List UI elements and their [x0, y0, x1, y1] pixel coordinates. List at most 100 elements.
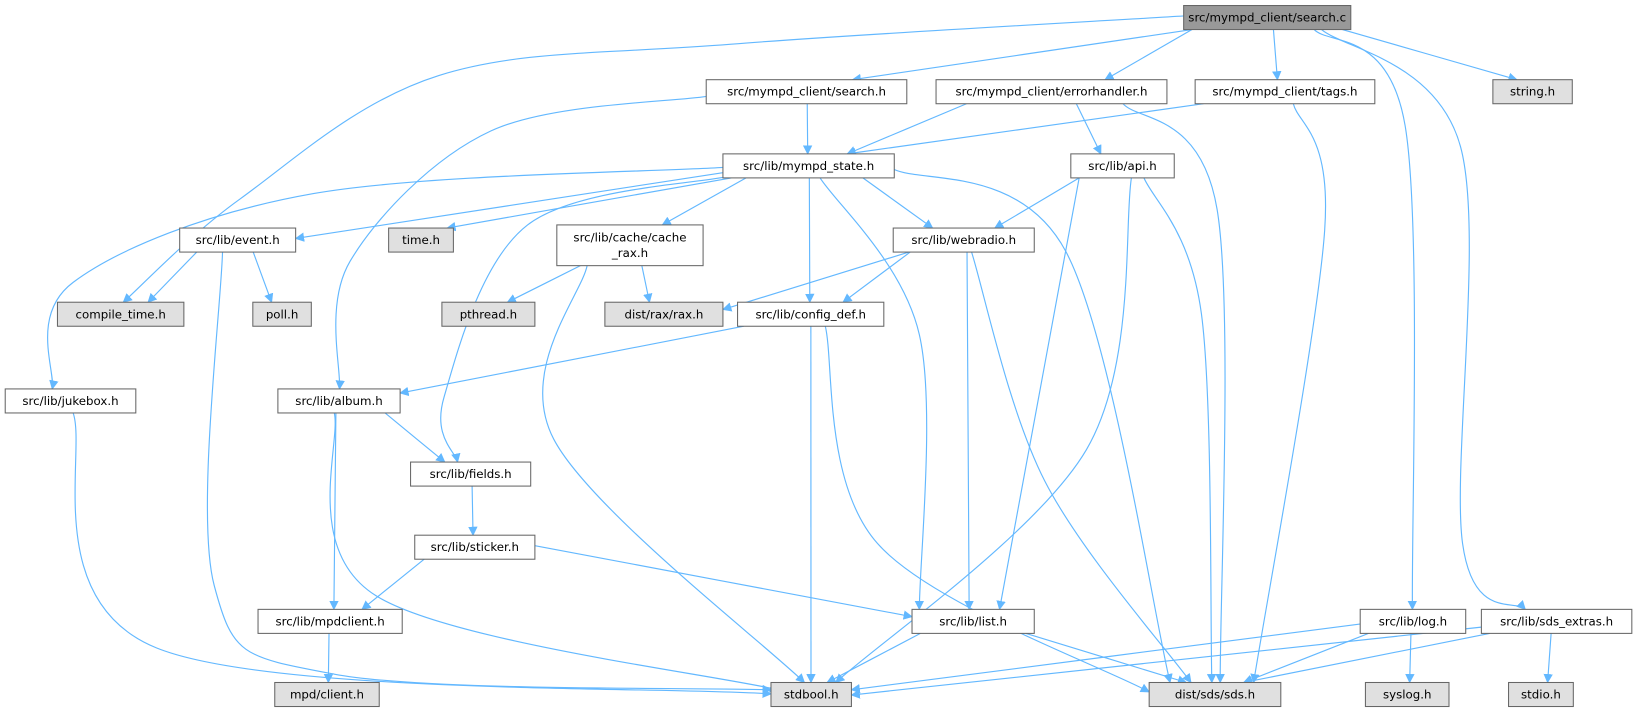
- edge-album_h-to-fields_h: [384, 412, 446, 463]
- node-mpd-client-h: mpd/client.h: [274, 681, 380, 708]
- edge-mympd_state_h-to-cache_rax_h: [661, 177, 747, 226]
- node-sticker-h[interactable]: src/lib/sticker.h: [414, 534, 536, 560]
- node-label: time.h: [402, 233, 440, 247]
- node-mympd-state-h[interactable]: src/lib/mympd_state.h: [722, 153, 895, 179]
- edge-album_h-to-stdbool_h: [329, 412, 780, 693]
- edge-mpdclient_h-to-mpd_client_h: [323, 633, 334, 684]
- node-label: _rax.h: [611, 246, 648, 260]
- node-sds-extras-h[interactable]: src/lib/sds_extras.h: [1480, 608, 1633, 634]
- edge-search_c-to-errorhandler_h: [1104, 29, 1193, 81]
- edge-sds_extras_h-to-stdio_h: [1543, 633, 1553, 684]
- node-label: src/lib/sticker.h: [431, 540, 519, 554]
- node-config-def-h[interactable]: src/lib/config_def.h: [737, 301, 885, 327]
- edge-search_c-to-compile_time_h: [122, 15, 1184, 303]
- node-label: stdio.h: [1521, 688, 1561, 702]
- node-box: [1364, 681, 1450, 708]
- node-cache-rax-h[interactable]: src/lib/cache/cache _rax.h: [556, 224, 704, 267]
- node-box: [770, 681, 852, 708]
- node-label: src/mympd_client/tags.h: [1212, 85, 1357, 99]
- edge-webradio_h-to-rax_h: [722, 251, 910, 312]
- node-box: [257, 608, 403, 634]
- node-label: compile_time.h: [76, 307, 166, 321]
- node-list-h[interactable]: src/lib/list.h: [911, 608, 1035, 634]
- node-box: [722, 153, 895, 179]
- node-fields-h[interactable]: src/lib/fields.h: [410, 461, 532, 487]
- node-box: [705, 79, 908, 105]
- node-stdio-h: stdio.h: [1508, 681, 1574, 708]
- node-box: [441, 301, 536, 327]
- edge-api_h-to-sds_h: [1143, 177, 1217, 684]
- node-sds-h: dist/sds/sds.h: [1148, 681, 1282, 708]
- edge-event_h-to-poll_h: [252, 251, 274, 304]
- node-search-c[interactable]: src/mympd_client/search.c: [1183, 5, 1352, 31]
- node-event-h[interactable]: src/lib/event.h: [179, 227, 297, 253]
- edges-layer: [47, 15, 1553, 699]
- node-label: src/lib/fields.h: [430, 467, 512, 481]
- edge-webradio_h-to-config_def_h: [842, 251, 911, 303]
- node-log-h[interactable]: src/lib/log.h: [1359, 608, 1467, 634]
- node-box: [911, 608, 1035, 634]
- node-box: [252, 301, 312, 327]
- node-jukebox-h[interactable]: src/lib/jukebox.h: [4, 388, 137, 414]
- node-label: stdbool.h: [784, 688, 839, 702]
- edge-album_h-to-mpdclient_h: [329, 412, 339, 611]
- edge-mympd_state_h-to-time_h: [446, 177, 732, 232]
- node-box: [1194, 79, 1376, 105]
- edge-event_h-to-compile_time_h: [147, 251, 198, 303]
- node-label: src/lib/log.h: [1379, 614, 1447, 628]
- node-box: [414, 534, 536, 560]
- node-errorhandler-h[interactable]: src/mympd_client/errorhandler.h: [935, 79, 1168, 105]
- node-pthread-h: pthread.h: [441, 301, 536, 327]
- edge-config_def_h-to-album_h: [399, 325, 744, 397]
- node-label: string.h: [1510, 85, 1555, 99]
- node-box: [274, 681, 380, 708]
- node-tags-h[interactable]: src/mympd_client/tags.h: [1194, 79, 1376, 105]
- edge-sticker_h-to-list_h: [534, 545, 913, 620]
- edge-event_h-to-stdbool_h: [206, 252, 772, 695]
- node-mpdclient-h[interactable]: src/lib/mpdclient.h: [257, 608, 403, 634]
- node-label: src/lib/sds_extras.h: [1500, 614, 1613, 628]
- node-poll-h: poll.h: [252, 301, 312, 327]
- node-search-h[interactable]: src/mympd_client/search.h: [705, 79, 908, 105]
- node-box: [892, 227, 1035, 253]
- node-rax-h: dist/rax/rax.h: [604, 301, 724, 327]
- nodes-layer: src/mympd_client/search.c src/mympd_clien…: [4, 5, 1633, 708]
- node-compile-time-h: compile_time.h: [56, 301, 185, 327]
- node-label: src/lib/album.h: [295, 394, 382, 408]
- edge-fields_h-to-sticker_h: [468, 486, 478, 537]
- edge-mympd_state_h-to-fields_h: [440, 175, 732, 463]
- node-box: [1359, 608, 1467, 634]
- edge-search_c-to-search_h: [851, 28, 1193, 84]
- node-box: [388, 227, 454, 253]
- edge-cache_rax_h-to-pthread_h: [506, 265, 581, 303]
- node-label: mpd/client.h: [290, 688, 364, 702]
- node-label: src/lib/api.h: [1088, 159, 1156, 173]
- node-api-h[interactable]: src/lib/api.h: [1070, 153, 1175, 179]
- edge-search_h-to-album_h: [335, 95, 707, 390]
- node-box: [56, 301, 185, 327]
- node-webradio-h[interactable]: src/lib/webradio.h: [892, 227, 1035, 253]
- edge-tags_h-to-mympd_state_h: [846, 103, 1204, 158]
- edge-log_h-to-sds_h: [1242, 632, 1369, 684]
- edge-api_h-to-list_h: [996, 177, 1080, 611]
- edge-errorhandler_h-to-sds_h: [1122, 103, 1226, 684]
- edge-cache_rax_h-to-stdbool_h: [542, 265, 806, 684]
- node-box: [1480, 608, 1633, 634]
- node-box: [556, 224, 704, 267]
- node-label: src/lib/cache/cache: [573, 230, 686, 244]
- edge-sticker_h-to-mpdclient_h: [361, 558, 425, 610]
- edge-errorhandler_h-to-mympd_state_h: [846, 103, 967, 155]
- node-label: src/lib/jukebox.h: [22, 394, 118, 408]
- edge-log_h-to-stdbool_h: [850, 622, 1369, 694]
- node-label: syslog.h: [1383, 688, 1431, 702]
- node-stdbool-h: stdbool.h: [770, 681, 852, 708]
- edge-list_h-to-sds_h: [1025, 632, 1188, 685]
- edge-cache_rax_h-to-rax_h: [641, 265, 653, 304]
- node-label: pthread.h: [460, 307, 517, 321]
- node-label: src/mympd_client/search.c: [1188, 11, 1346, 25]
- node-box: [1508, 681, 1574, 708]
- node-album-h[interactable]: src/lib/album.h: [277, 388, 401, 414]
- node-box: [179, 227, 297, 253]
- node-label: src/lib/mpdclient.h: [275, 614, 384, 628]
